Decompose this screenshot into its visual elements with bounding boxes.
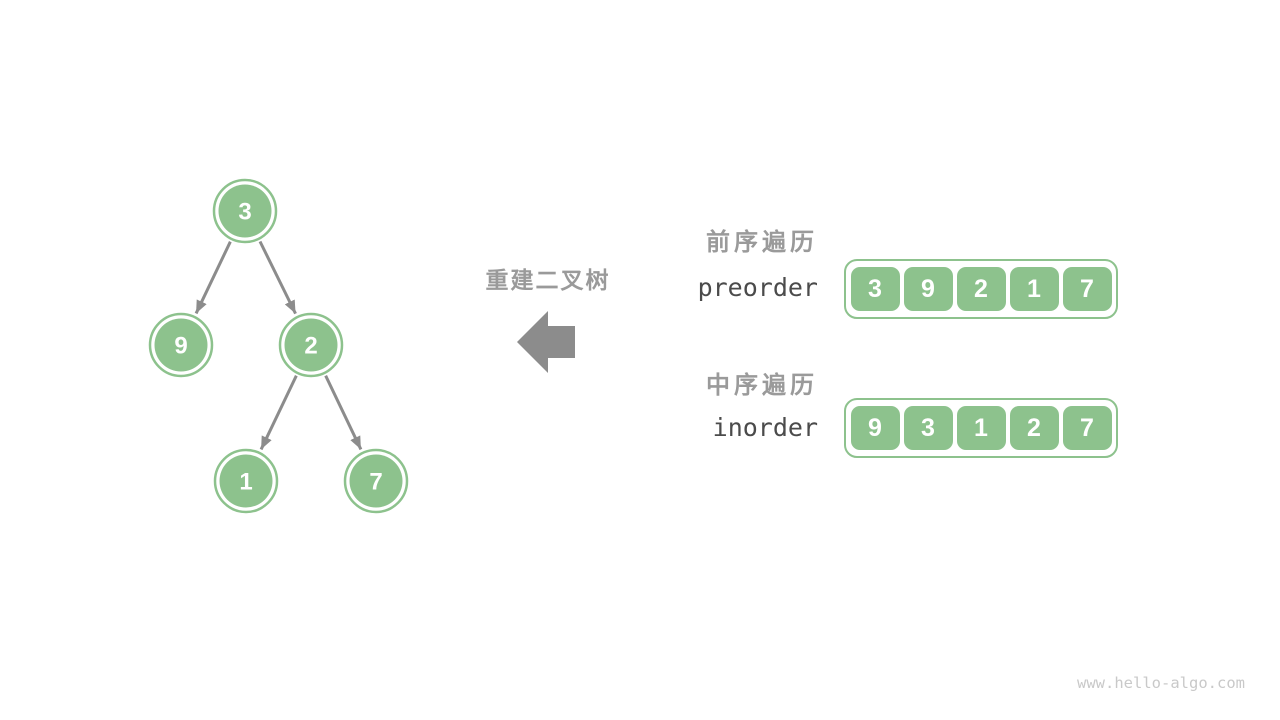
tree-node-9: 9: [148, 312, 214, 378]
tree-edge-3-9: [194, 241, 232, 315]
watermark: www.hello-algo.com: [1077, 674, 1245, 692]
array-cell: 1: [956, 406, 1006, 450]
tree-node-value: 2: [304, 333, 317, 360]
tree-node-7: 7: [343, 448, 409, 514]
array-cell: 9: [903, 267, 953, 311]
tree-node-value: 9: [174, 333, 187, 360]
preorder-label-zh: 前序遍历: [706, 229, 818, 256]
tree-edge-3-2: [258, 240, 297, 315]
tree-node-2: 2: [278, 312, 344, 378]
inorder-label-en: inorder: [712, 413, 818, 442]
array-cell: 9: [850, 406, 900, 450]
tree-edge-2-7: [324, 375, 363, 451]
rebuild-arrow-label: 重建二叉树: [485, 267, 611, 293]
array-cell: 2: [956, 267, 1006, 311]
array-cell: 1: [1009, 267, 1059, 311]
tree-node-value: 7: [369, 469, 382, 496]
tree-node-value: 1: [239, 469, 252, 496]
binary-tree-diagram: 3 9 2 1 7: [148, 178, 409, 514]
array-cell: 7: [1062, 406, 1112, 450]
array-cell: 3: [903, 406, 953, 450]
tree-node-3: 3: [212, 178, 278, 244]
array-cell: 2: [1009, 406, 1059, 450]
inorder-label-zh: 中序遍历: [706, 372, 818, 399]
left-block-arrow-icon: [517, 311, 575, 373]
array-cell: 7: [1062, 267, 1112, 311]
preorder-label-en: preorder: [697, 273, 818, 302]
array-cell: 3: [850, 267, 900, 311]
tree-node-1: 1: [213, 448, 279, 514]
tree-node-value: 3: [238, 199, 251, 226]
tree-edge-2-1: [259, 375, 298, 451]
